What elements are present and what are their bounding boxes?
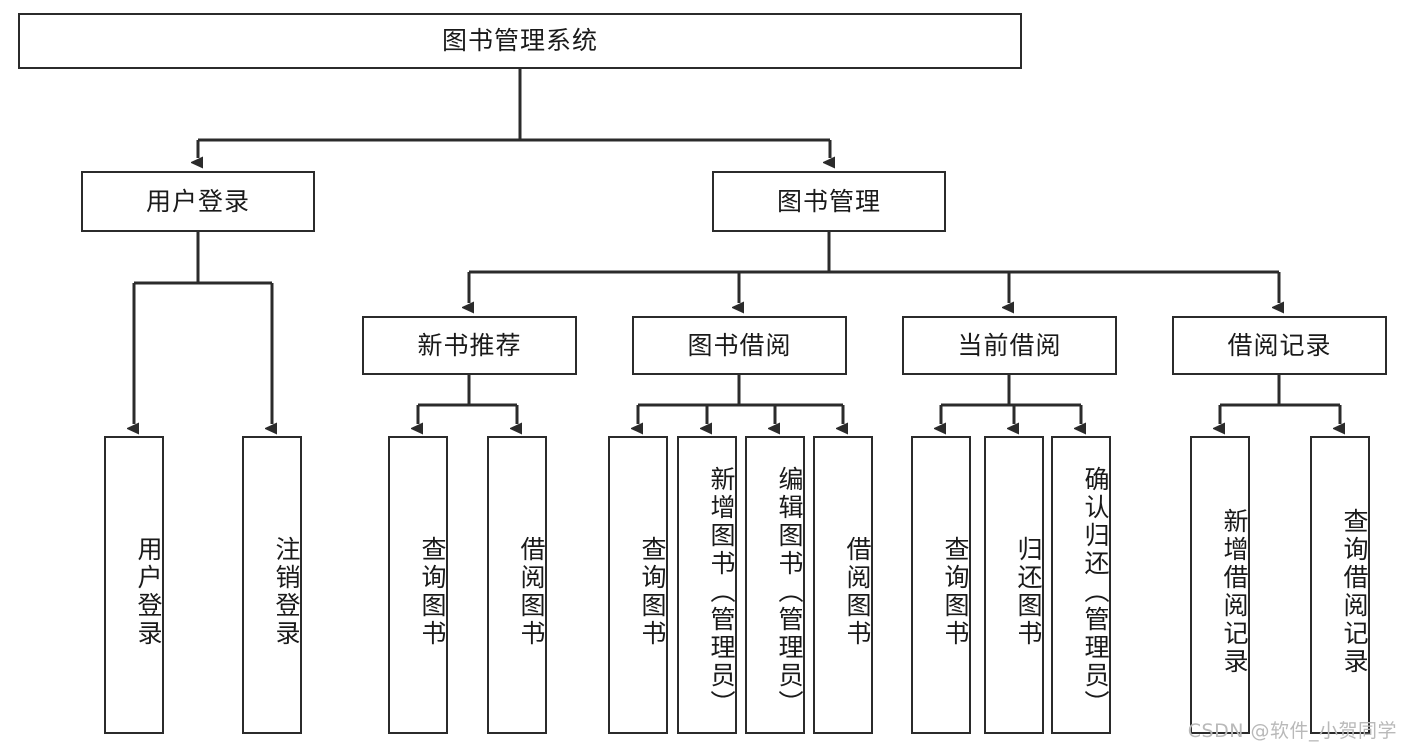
node-current-borrow[interactable]: 当前借阅	[902, 316, 1117, 375]
leaf-logout-label: 注销登录	[272, 536, 301, 648]
leaf-query-book-3[interactable]: 查询图书	[911, 436, 971, 734]
node-borrow-records[interactable]: 借阅记录	[1172, 316, 1387, 375]
node-user-login[interactable]: 用户登录	[81, 171, 315, 232]
node-root-label: 图书管理系统	[441, 26, 598, 56]
leaf-query-book-1[interactable]: 查询图书	[388, 436, 448, 734]
node-borrow-label: 图书借阅	[687, 330, 792, 360]
leaf-query-book-2-label: 查询图书	[638, 536, 667, 648]
leaf-add-book-label: 新增图书（管理员）	[707, 466, 736, 718]
node-book-manage[interactable]: 图书管理	[712, 171, 946, 232]
leaf-return-book[interactable]: 归还图书	[984, 436, 1044, 734]
leaf-add-record[interactable]: 新增借阅记录	[1190, 436, 1250, 734]
leaf-borrow-book-1[interactable]: 借阅图书	[487, 436, 547, 734]
node-borrow-records-label: 借阅记录	[1227, 330, 1332, 360]
leaf-query-book-1-label: 查询图书	[418, 536, 447, 648]
node-current-borrow-label: 当前借阅	[957, 330, 1062, 360]
node-book-manage-label: 图书管理	[776, 186, 881, 216]
node-new-book[interactable]: 新书推荐	[362, 316, 577, 375]
watermark: CSDN @软件_小贺同学	[1187, 720, 1397, 742]
leaf-confirm-return[interactable]: 确认归还（管理员）	[1051, 436, 1111, 734]
leaf-edit-book[interactable]: 编辑图书（管理员）	[745, 436, 805, 734]
node-root[interactable]: 图书管理系统	[18, 13, 1022, 69]
leaf-query-record-label: 查询借阅记录	[1340, 508, 1369, 676]
leaf-borrow-book-1-label: 借阅图书	[517, 536, 546, 648]
leaf-borrow-book-2-label: 借阅图书	[843, 536, 872, 648]
leaf-query-record[interactable]: 查询借阅记录	[1310, 436, 1370, 734]
leaf-user-login-label: 用户登录	[134, 536, 163, 648]
leaf-return-book-label: 归还图书	[1014, 536, 1043, 648]
leaf-query-book-3-label: 查询图书	[941, 536, 970, 648]
leaf-logout[interactable]: 注销登录	[242, 436, 302, 734]
leaf-add-record-label: 新增借阅记录	[1220, 508, 1249, 676]
leaf-add-book[interactable]: 新增图书（管理员）	[677, 436, 737, 734]
leaf-confirm-return-label: 确认归还（管理员）	[1081, 466, 1110, 718]
node-user-login-label: 用户登录	[145, 186, 250, 216]
leaf-borrow-book-2[interactable]: 借阅图书	[813, 436, 873, 734]
node-borrow[interactable]: 图书借阅	[632, 316, 847, 375]
leaf-query-book-2[interactable]: 查询图书	[608, 436, 668, 734]
leaf-edit-book-label: 编辑图书（管理员）	[775, 466, 804, 718]
leaf-user-login[interactable]: 用户登录	[104, 436, 164, 734]
node-new-book-label: 新书推荐	[417, 330, 522, 360]
